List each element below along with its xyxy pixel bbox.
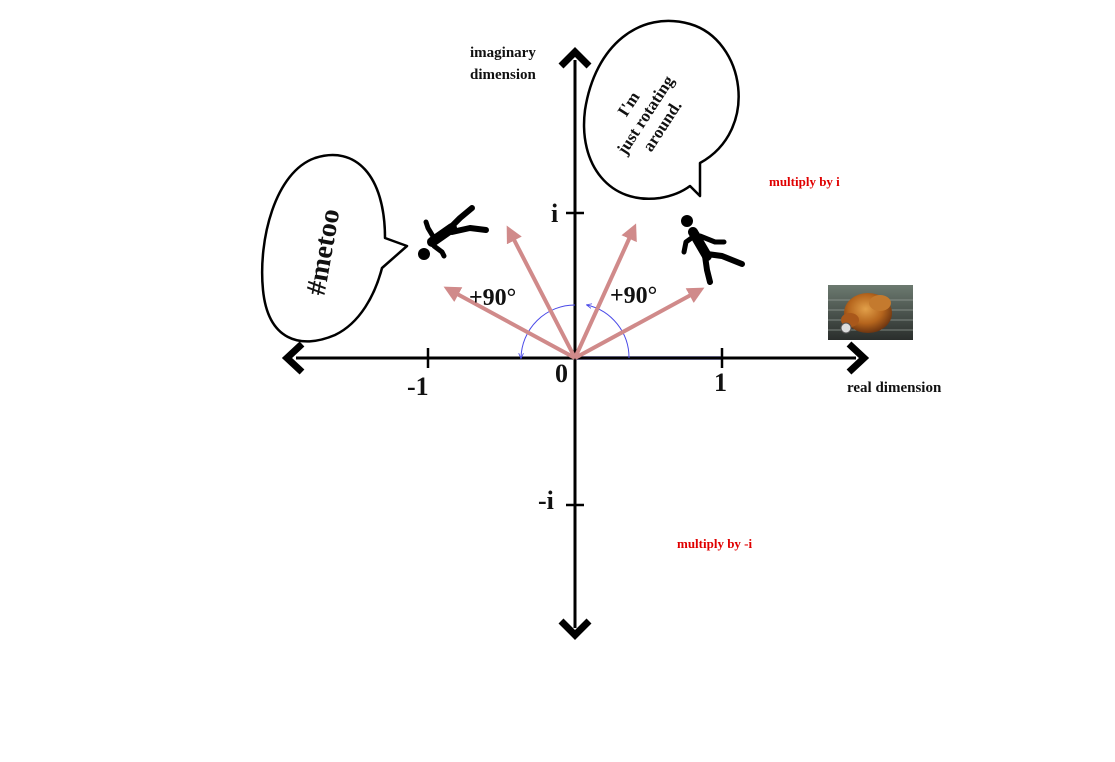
tick-label-pos-imag: i: [551, 199, 558, 228]
vector-arrow-4: [443, 286, 576, 360]
note-multiply-i: multiply by i: [769, 174, 840, 189]
imaginary-axis-arrowhead-top: [558, 47, 592, 69]
rotation-arc-left: [521, 304, 576, 358]
tick-label-neg-real: -1: [407, 372, 429, 401]
tick-label-origin: 0: [555, 359, 568, 388]
rotation-arc-right: [587, 305, 630, 359]
real-axis-arrowhead-right: [846, 341, 870, 375]
speech-bubble-right: I'm just rotating around.: [582, 19, 740, 201]
angle-label-left: +90°: [469, 285, 516, 311]
rotated-vectors: [443, 223, 705, 360]
tick-label-neg-imag: -i: [538, 486, 554, 515]
roast-chicken-photo: [828, 285, 913, 340]
tick-label-pos-real: 1: [714, 368, 727, 397]
imaginary-axis-title-line1: imaginary: [470, 45, 536, 61]
vector-arrow-1: [574, 287, 705, 360]
angle-label-right: +90°: [610, 283, 657, 309]
real-axis-title: real dimension: [847, 380, 942, 396]
imaginary-axis-arrowhead-bottom: [558, 618, 592, 640]
note-multiply-neg-i: multiply by -i: [677, 536, 753, 551]
imaginary-axis-title-line2: dimension: [470, 67, 537, 83]
vector-arrow-3: [506, 225, 577, 359]
imaginary-axis: [558, 47, 592, 640]
falling-person-icon: [681, 215, 745, 285]
speech-bubble-left: #metoo: [260, 153, 409, 343]
falling-person-icon: [418, 205, 489, 260]
real-axis-arrowhead-left: [281, 341, 305, 375]
vector-arrow-2: [573, 223, 637, 359]
